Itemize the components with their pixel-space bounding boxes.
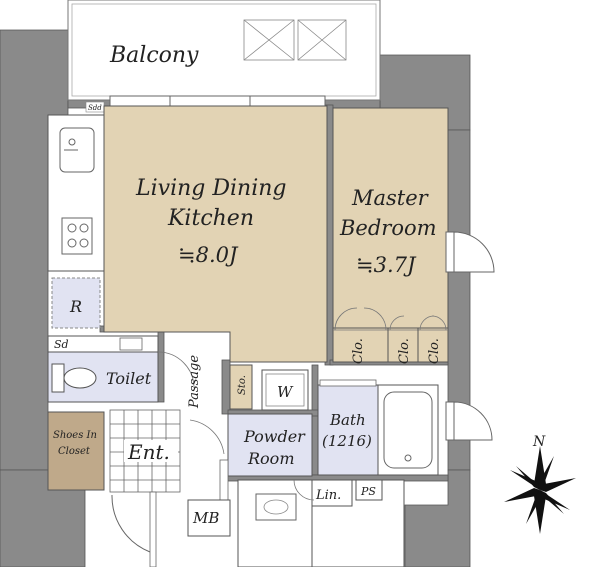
closet-label-3: Clo. [427,338,442,364]
bedroom-window-door [445,231,495,273]
closets: Clo. Clo. Clo. [332,307,449,364]
wall-powder-top [221,359,231,415]
master-label-line1: Master [351,186,430,210]
entrance-label: Ent. [127,440,170,464]
north-label: N [532,434,546,450]
wall-bath-left [311,364,319,476]
refrigerator-space [51,277,101,329]
stove [61,217,93,255]
toilet-fixture [51,363,97,393]
bath-floor [317,384,379,476]
washer-label: W [277,383,294,401]
wall-toilet-right [157,329,165,403]
ldk-label-line1: Living Dining [135,176,287,201]
ps-label: PS [360,485,376,498]
walls [0,29,471,567]
sdd-label: Sdd [88,104,102,112]
balcony-ac-unit [243,19,347,61]
vanity-basin [255,493,297,521]
closet-label-2: Clo. [397,338,412,364]
sd-label: Sd [54,338,69,351]
ldk-floor [103,105,328,363]
shoes-closet [47,411,105,491]
closet-label-1: Clo. [351,338,366,364]
bath-label-line1: Bath [329,411,366,429]
bathtub [377,384,439,476]
linen-cabinet [311,479,353,507]
linen-label: Lin. [315,488,341,503]
storage-label: Sto. [237,375,248,395]
mb-label: MB [192,509,219,527]
ldk-size: ≒8.0J [178,243,239,267]
balcony: Balcony Sdd [67,0,381,113]
washer-space [261,369,309,411]
passage-label: Passage [187,355,202,409]
kitchen-counter [47,114,105,272]
wall-right-bottom [404,469,471,567]
entrance-door-swing [111,494,151,553]
bath-label-line2: (1216) [322,432,372,450]
bath-window [445,401,493,441]
shoes-label-line1: Shoes In [53,430,97,441]
storage-box [229,364,253,410]
master-size: ≒3.7J [356,253,417,277]
master-label-line2: Bedroom [339,216,437,240]
compass-rose [504,446,576,534]
ldk-label-line2: Kitchen [167,206,254,231]
master-bedroom-floor [332,107,449,329]
powder-label-line2: Room [247,449,294,468]
toilet-label: Toilet [106,369,152,388]
balcony-label: Balcony [109,43,199,68]
refrigerator-label: R [69,297,82,316]
window-frames [109,95,326,107]
meter-box [187,499,231,537]
powder-room-floor [227,413,313,477]
powder-label-line1: Powder [243,427,306,446]
pipe-space [355,479,383,501]
shoes-label-line2: Closet [58,446,91,457]
